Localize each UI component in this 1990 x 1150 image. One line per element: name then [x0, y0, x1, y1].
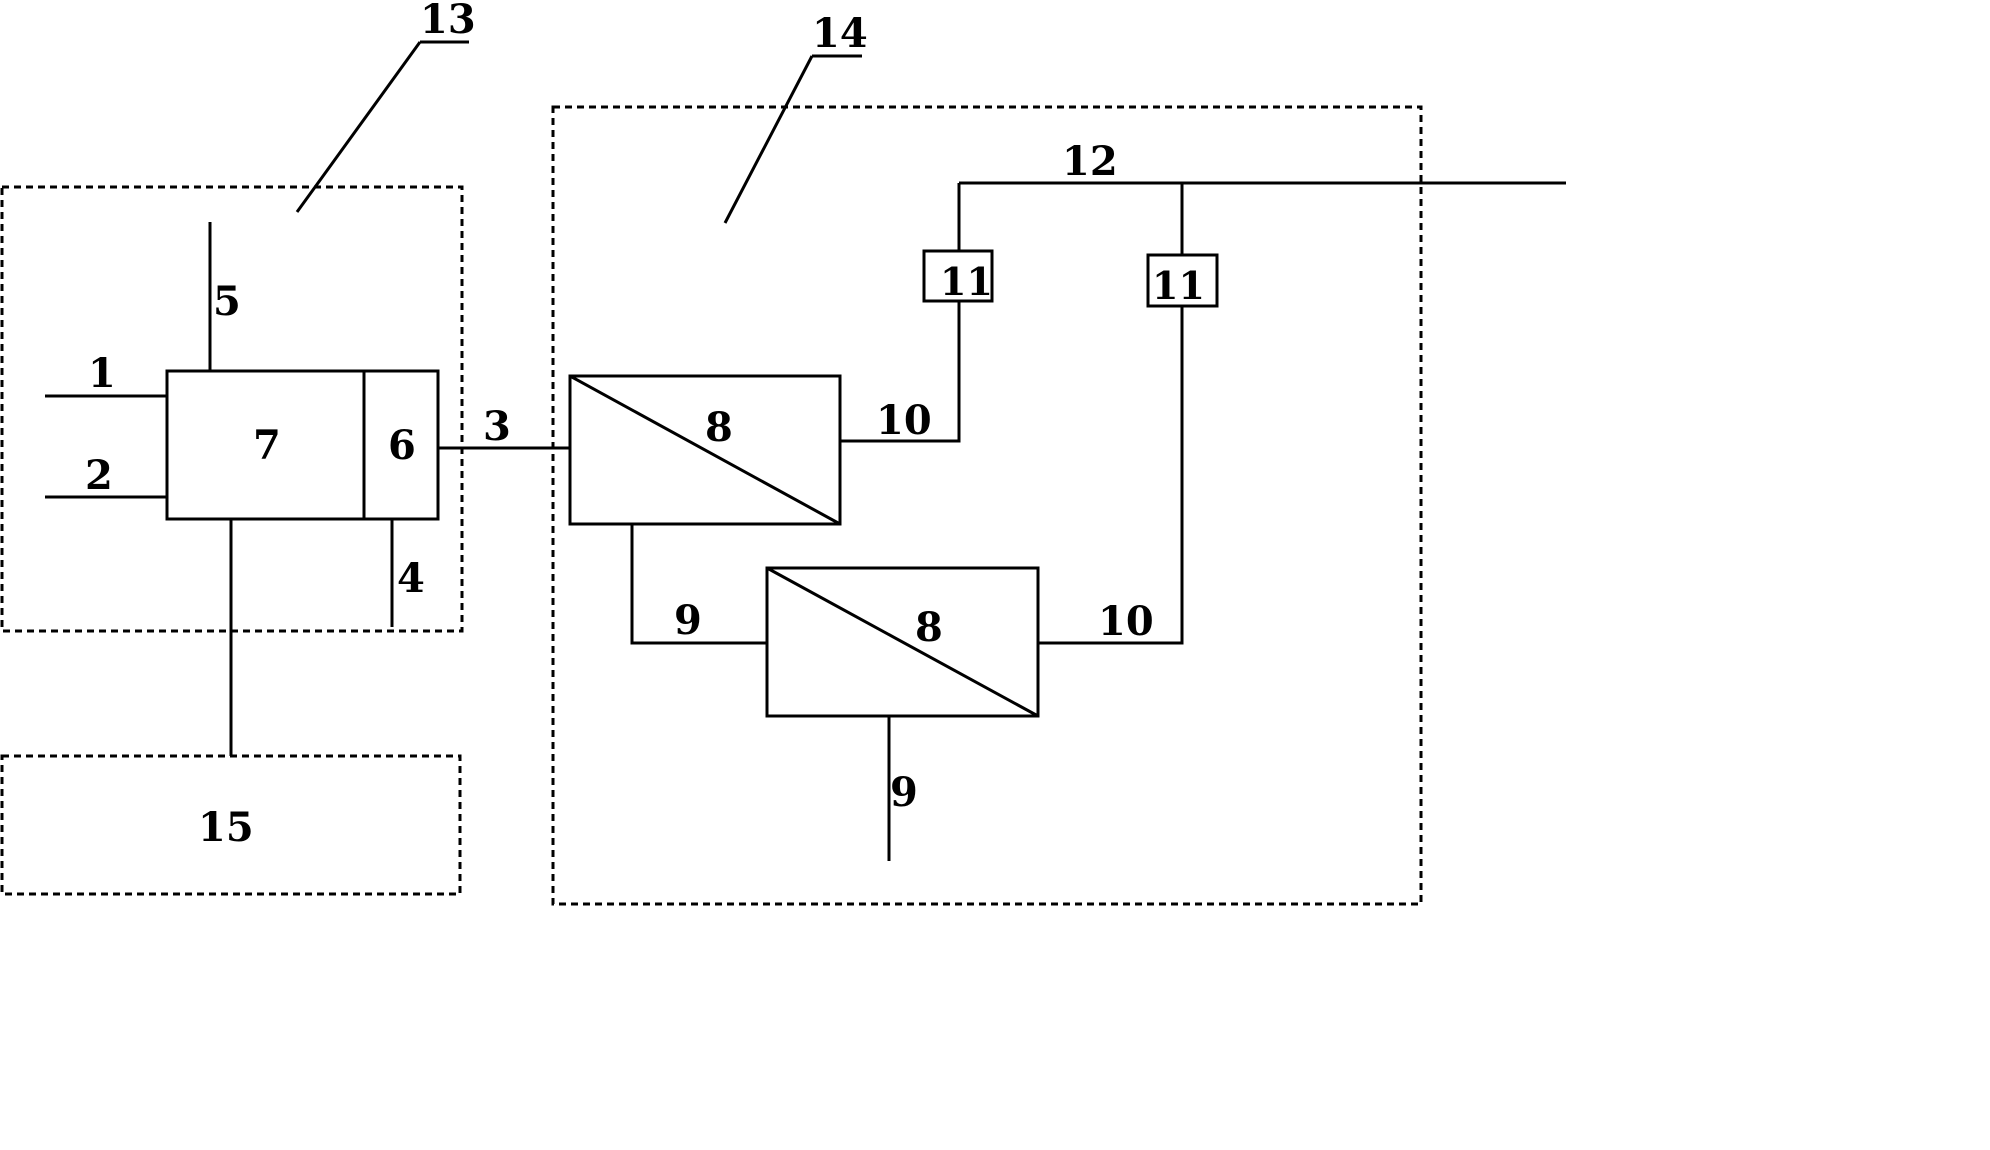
- leader-line-14: [723, 55, 814, 224]
- label-stream-9-mid: 9: [674, 597, 702, 644]
- subsystem-14-boundary: [551, 105, 1423, 906]
- unit-8-bottom-membrane: [766, 566, 1039, 718]
- label-14: 14: [812, 10, 868, 57]
- unit-6-box: [362, 369, 440, 521]
- label-stream-10-top: 10: [876, 397, 932, 444]
- label-15: 15: [198, 804, 254, 851]
- unit-8-top-membrane: [569, 374, 841, 526]
- label-unit-11-left: 11: [940, 259, 993, 304]
- label-unit-6: 6: [388, 422, 416, 469]
- label-unit-11-right: 11: [1152, 263, 1205, 308]
- stream-10-bottom-line: [1038, 306, 1184, 645]
- label-stream-5: 5: [213, 278, 241, 325]
- label-stream-2: 2: [85, 452, 113, 499]
- unit-8-top-box: [568, 374, 842, 526]
- stream-10-top-line: [840, 301, 961, 443]
- label-unit-8-bottom: 8: [915, 604, 943, 651]
- label-stream-9-bottom: 9: [890, 769, 918, 816]
- label-stream-3: 3: [483, 403, 511, 450]
- label-stream-10-bottom: 10: [1098, 598, 1154, 645]
- label-stream-4: 4: [397, 555, 425, 602]
- label-unit-7: 7: [253, 422, 281, 469]
- process-flow-diagram: 13 14 15 1 2 3 4 5 7 6 8 8 9 9 10 10 11 …: [0, 0, 1566, 906]
- label-unit-8-top: 8: [705, 404, 733, 451]
- label-stream-12: 12: [1062, 138, 1118, 185]
- label-stream-1: 1: [88, 350, 116, 397]
- leader-line-13: [295, 41, 422, 213]
- label-13: 13: [420, 0, 476, 43]
- stream-9-mid-line: [630, 524, 767, 645]
